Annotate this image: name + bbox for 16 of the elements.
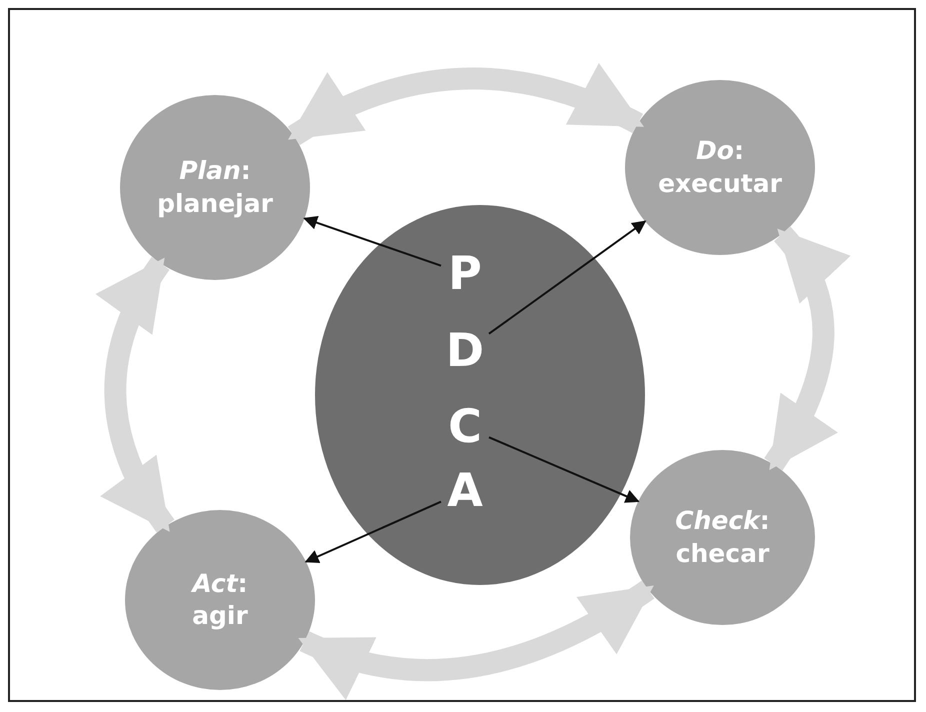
cycle-arrow [96,257,175,532]
arrow [303,216,442,267]
arrow [304,500,442,564]
circle-label: Check: checar [675,505,770,570]
arrow [488,220,646,335]
circle-label: Plan: planejar [157,155,273,220]
letter-label: A [445,467,485,515]
circle-label: Act: agir [192,568,248,632]
arrow [488,436,640,503]
letter-label: P [445,250,485,298]
cycle-arrow [764,226,850,470]
circle-label: Do: executar [658,135,782,200]
letter-label: D [445,327,485,375]
cycle-arrow [288,64,644,146]
letter-label: C [445,403,485,451]
cycle-arrow [298,580,654,698]
